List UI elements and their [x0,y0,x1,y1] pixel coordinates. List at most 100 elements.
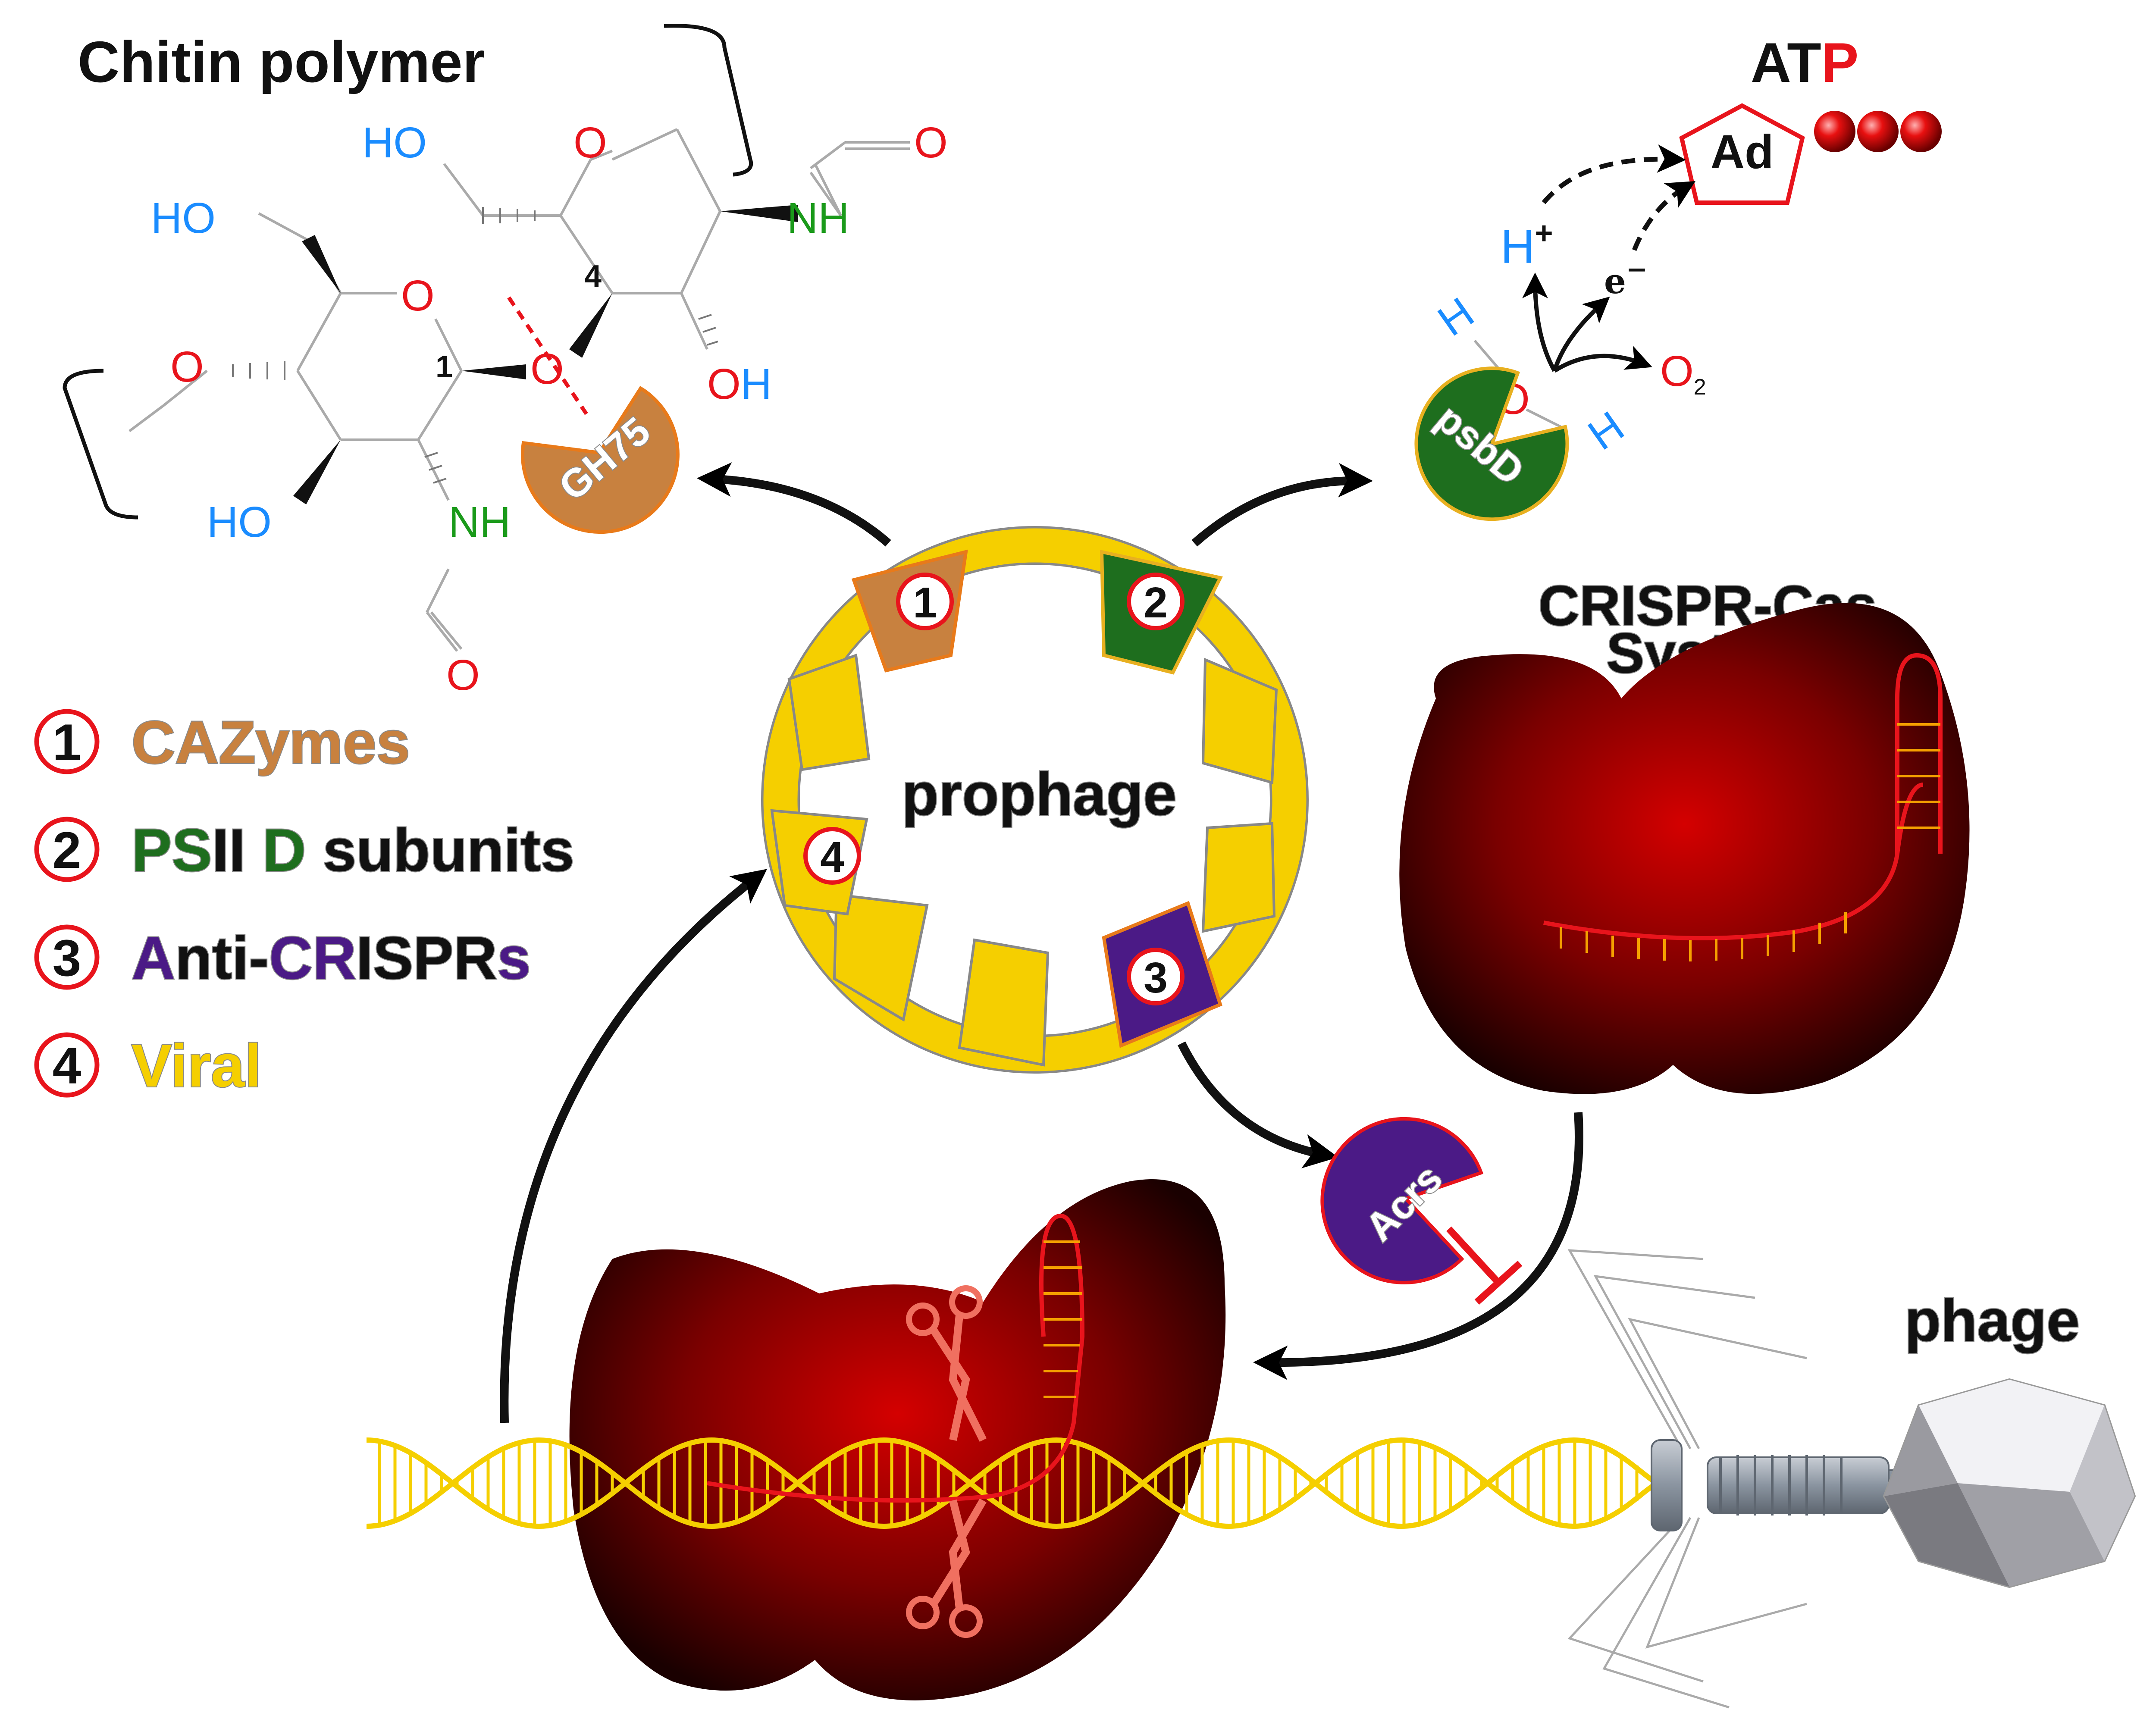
proton-to-atp-arrow [1542,144,1686,204]
o-bridge-left-label: O [170,343,204,391]
hash-ring2 [482,207,718,346]
dna-helix [366,1437,1661,1529]
adenine-label: Ad [1711,125,1774,178]
legend-part: CAZymes [132,708,410,776]
wedge-c1 [461,364,526,379]
guide-rna-bottom [707,1213,1085,1503]
svg-text:4: 4 [820,833,844,881]
svg-text:2: 2 [53,821,81,879]
legend-label-psii: PSII D subunits [132,816,574,884]
svg-text:3: 3 [53,929,81,987]
o-carbonyl1-label: O [446,651,480,699]
arrow-cas-to-phage [1253,1112,1583,1380]
atp-label: ATP [1751,31,1858,94]
legend-part: II [212,816,263,884]
legend-item-2: 2 PSII D subunits [34,815,575,885]
o-carbonyl2-label: O [914,119,948,167]
viral-gene-blocks [787,653,1278,1067]
bracket-right [664,24,753,177]
ho-top-label: HO [362,119,427,167]
split-to-electron-arrow [1552,297,1610,372]
svg-text:4: 4 [53,1037,81,1095]
svg-text:1: 1 [53,714,81,771]
water-h2-label: H [1579,402,1633,459]
chitin-structure: Chitin polymer [63,24,948,699]
acrs-inhibitor: Acrs [1320,1117,1523,1305]
chitin-title: Chitin polymer [78,29,485,94]
legend-part: ISPR [356,924,497,992]
ho-bottom-label: HO [207,498,272,546]
wedge-c3 [293,440,341,504]
rna-hairpin-top [1895,653,1943,854]
gh75-enzyme: GH75 [520,386,680,534]
rna-ticks-top [1560,723,1940,961]
wedge-c6 [302,235,341,293]
arrow-to-gh75 [697,462,891,547]
arrow-phage-to-prophage [500,869,768,1423]
gene-number-badges: 1 2 3 4 [803,573,1185,1005]
flow-arrows [500,462,1583,1423]
phosphate-ball-1 [1814,111,1855,152]
h-plus-label: H+ [1501,216,1553,273]
phage-tail [1707,1456,1890,1514]
legend-label-viral: Viral [132,1032,261,1099]
o2-label: O2 [1660,347,1706,400]
legend-part: nti- [175,924,269,992]
cas-dna-complex [366,1179,1661,1700]
hash-ring1 [232,361,447,484]
svg-text:3: 3 [1144,954,1168,1002]
legend-part: s [497,924,531,992]
prophage-label: prophage [902,760,1177,828]
nh-right-label: NH [787,194,849,242]
legend-label-anticrispr: Anti-CRISPRs [132,924,531,992]
o-ring2-label: O [573,119,607,167]
psbd-enzyme: psbD [1414,366,1569,521]
phosphate-ball-2 [1857,111,1899,152]
cleavage-line [507,296,588,415]
phosphate-ball-3 [1900,111,1942,152]
split-to-oxygen-arrow [1553,345,1652,373]
dna-rungs [378,1440,1639,1526]
electron-to-atp-arrow [1632,181,1696,251]
ring2-bonds [443,128,846,350]
legend-label-cazymes: CAZymes [132,708,410,776]
legend: 1 CAZymes 2 PSII D subunits 3 Anti-CRISP… [34,708,575,1100]
water-h1-label: H [1429,288,1482,345]
tail-rings [1719,1455,1843,1515]
wedge-nh [720,205,798,222]
legend-part: PS [132,816,212,884]
nh-bottom-label: NH [448,498,511,546]
legend-item-3: 3 Anti-CRISPRs [34,923,532,993]
bracket-left [63,369,138,520]
phage-label: phage [1905,1287,2080,1354]
legend-part: Viral [132,1032,261,1099]
carbon4-label: 4 [584,259,602,294]
legend-item-1: 1 CAZymes [34,708,411,777]
legend-part: subunits [306,816,574,884]
electron-label: e− [1604,254,1648,301]
phage-particle: phage [1567,1249,2136,1709]
wedge-c4 [569,293,612,358]
legend-part: A [132,924,175,992]
prophage-ring: 1 2 3 4 prophage [761,526,1309,1074]
ho-left-label: HO [151,194,216,242]
baseplate [1651,1439,1683,1531]
svg-text:2: 2 [1144,579,1168,627]
o-glycosidic-label: O [530,345,564,393]
inhibition-line [1446,1226,1501,1285]
split-to-proton-arrow [1522,272,1557,372]
crispr-cas-complex: CRISPR-Cas System [1399,573,1970,1094]
oh-right-label: OH [707,360,772,408]
cas-protein-top [1399,603,1970,1094]
o-ring1-label: O [401,272,435,320]
legend-part: D [262,816,306,884]
arrow-to-acrs [1178,1041,1338,1168]
scissors-icon-bottom [906,1498,987,1638]
legend-item-4: 4 Viral [34,1031,262,1100]
guide-rna-top [1543,783,1924,940]
legend-part: CR [269,924,356,992]
adenine-pentagon [1679,103,1805,205]
tail-fibers [1567,1249,1807,1709]
rna-ticks-bottom [1044,1240,1082,1398]
phage-capsid [1883,1378,2136,1588]
